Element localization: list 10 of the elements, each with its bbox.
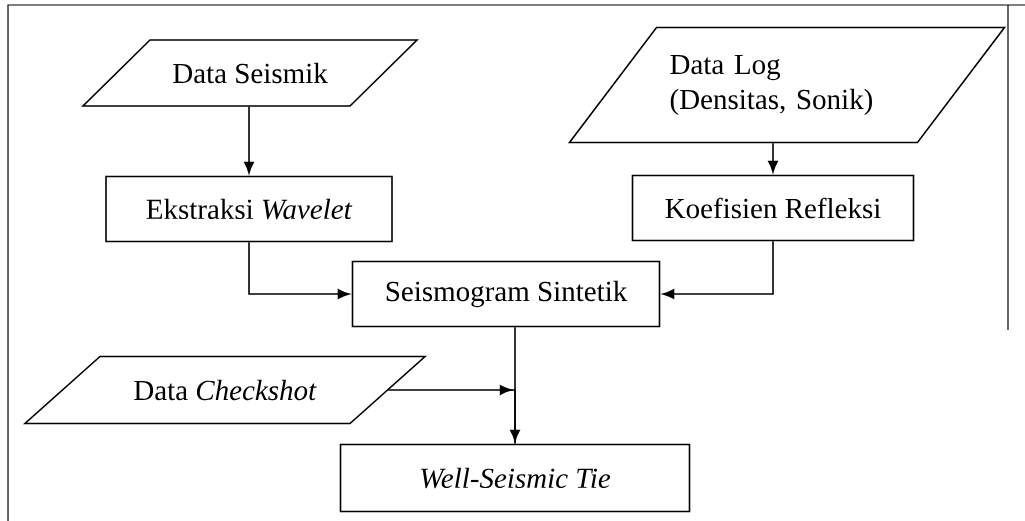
process-box: Ekstraksi Wavelet [105, 175, 393, 243]
process-box: Koefisien Refleksi [631, 174, 915, 242]
process-box: Well-Seismic Tie [339, 443, 691, 513]
arrow [510, 326, 520, 442]
arrow [768, 142, 778, 173]
process-box: Seismogram Sintetik [351, 260, 661, 328]
arrow [662, 240, 774, 299]
arrow [248, 241, 350, 299]
arrow [387, 385, 516, 445]
arrow [244, 106, 254, 174]
